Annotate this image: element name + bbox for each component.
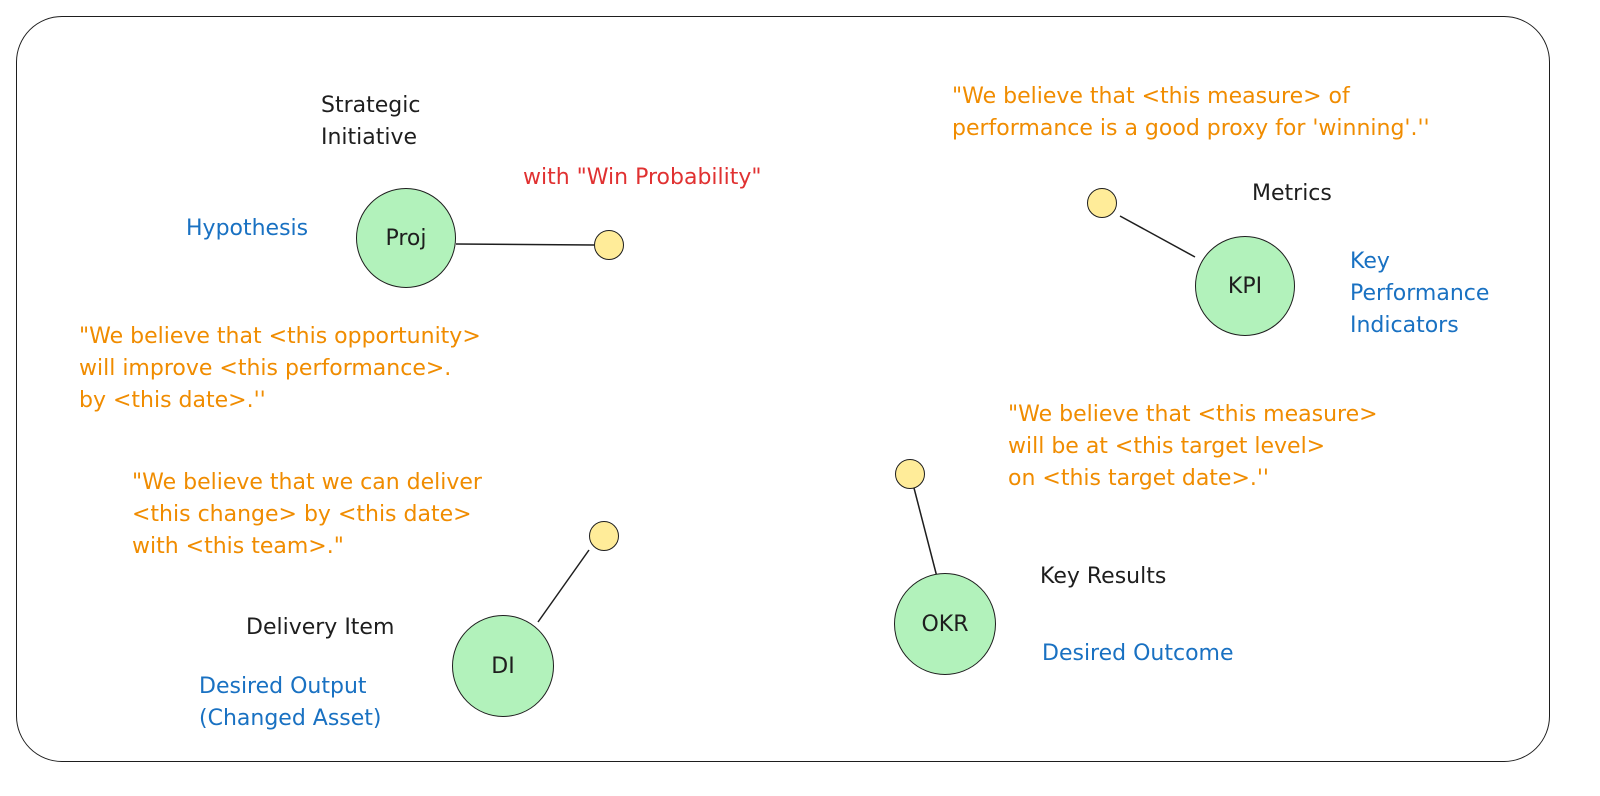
di-title: Delivery Item xyxy=(246,615,395,640)
okr-connector-endpoint[interactable] xyxy=(895,459,925,489)
proj-note: with "Win Probability" xyxy=(523,165,762,190)
kpi-connector xyxy=(1119,215,1196,258)
proj-quote: "We believe that <this opportunity> will… xyxy=(79,324,481,413)
kpi-title: Metrics xyxy=(1252,181,1332,206)
kpi-quote: "We believe that <this measure> of perfo… xyxy=(952,84,1430,141)
proj-title: Strategic Initiative xyxy=(321,93,421,150)
di-quote: "We believe that we can deliver <this ch… xyxy=(132,470,482,559)
okr-connector xyxy=(913,487,938,578)
okr-quote: "We believe that <this measure> will be … xyxy=(1008,402,1378,491)
proj-node[interactable]: Proj xyxy=(356,188,456,288)
di-node[interactable]: DI xyxy=(452,615,554,717)
diagram-frame xyxy=(16,16,1550,762)
kpi-node[interactable]: KPI xyxy=(1195,236,1295,336)
proj-connector-endpoint[interactable] xyxy=(594,230,624,260)
di-subtitle: Desired Output (Changed Asset) xyxy=(199,674,382,731)
di-connector xyxy=(537,549,590,623)
proj-node-label: Proj xyxy=(385,225,427,251)
kpi-connector-endpoint[interactable] xyxy=(1087,188,1117,218)
di-node-label: DI xyxy=(491,653,515,679)
okr-node-label: OKR xyxy=(921,611,969,637)
kpi-node-label: KPI xyxy=(1227,273,1263,299)
di-connector-endpoint[interactable] xyxy=(589,521,619,551)
proj-subtitle: Hypothesis xyxy=(186,216,309,241)
proj-connector xyxy=(455,243,595,246)
okr-title: Key Results xyxy=(1040,564,1167,589)
okr-node[interactable]: OKR xyxy=(894,573,996,675)
kpi-subtitle: Key Performance Indicators xyxy=(1350,249,1490,338)
okr-subtitle: Desired Outcome xyxy=(1042,641,1234,666)
